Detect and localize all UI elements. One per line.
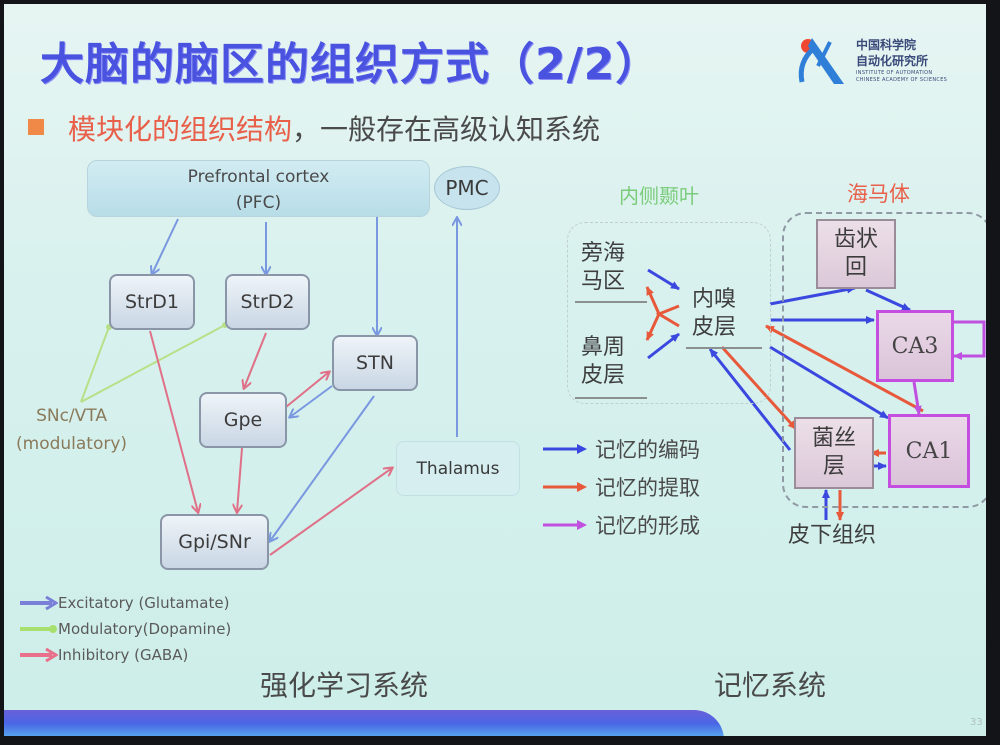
node-ca3: CA3 (876, 310, 954, 382)
node-line: 齿状 (833, 227, 878, 252)
logo-en-line2: CHINESE ACADEMY OF SCIENCES (856, 77, 948, 83)
mtl-group-outline (567, 222, 771, 404)
legend-label: 记忆的提取 (595, 476, 700, 500)
left-legend: Excitatory (Glutamate) Modulatory(Dopami… (18, 590, 231, 668)
snc-label: SNc/VTA (36, 406, 107, 426)
modulatory-line-icon (20, 625, 57, 633)
node-line: 鼻周 (581, 335, 626, 360)
formation-arrow-icon (543, 520, 587, 530)
bullet-point: 模块化的组织结构，一般存在高级认知系统 (28, 108, 600, 148)
bullet-highlight: 模块化的组织结构 (68, 113, 293, 146)
slide: 大脑的脑区的组织方式（2/2） 中国科学院 自动化研究所 INSTITUTE O… (4, 4, 986, 736)
divider (575, 301, 647, 303)
node-strd2: StrD2 (225, 274, 310, 330)
node-line: 皮层 (581, 363, 626, 388)
pfc-label: Prefrontal cortex (187, 167, 330, 187)
inhibitory-arrow-icon (20, 648, 58, 662)
casia-logo-icon (798, 38, 844, 84)
node-snc-vta: SNc/VTA (modulatory) (16, 402, 127, 458)
bullet-rest: ，一般存在高级认知系统 (292, 113, 601, 146)
node-gpi-snr: Gpi/SNr (160, 514, 269, 570)
node-stn: STN (332, 335, 418, 391)
node-line: 皮层 (692, 315, 737, 340)
excitatory-arrow-icon (20, 596, 58, 610)
node-thalamus: Thalamus (396, 441, 520, 496)
page-number: 33 (970, 717, 983, 728)
node-subcortical: 皮下组织 (788, 523, 877, 548)
node-parahippocampal: 旁海 马区 (581, 240, 625, 296)
bullet-square-icon (28, 119, 44, 135)
node-ca1: CA1 (888, 414, 970, 488)
node-pmc: PMC (434, 166, 500, 210)
legend-label: Excitatory (Glutamate) (58, 594, 230, 612)
institute-logo: 中国科学院 自动化研究所 INSTITUTE OF AUTOMATION CHI… (794, 32, 979, 90)
legend-formation: 记忆的形成 (541, 506, 700, 544)
legend-retrieval: 记忆的提取 (541, 468, 700, 506)
hippocampus-label: 海马体 (847, 182, 910, 206)
node-line: 回 (844, 255, 867, 280)
right-legend: 记忆的编码 记忆的提取 记忆的形成 (541, 430, 700, 544)
legend-label: 记忆的编码 (595, 438, 700, 462)
legend-excitatory: Excitatory (Glutamate) (18, 590, 231, 616)
legend-label: 记忆的形成 (595, 514, 700, 538)
caption-memory-system: 记忆系统 (714, 669, 827, 702)
legend-label: Modulatory(Dopamine) (58, 620, 232, 638)
encoding-arrow-icon (543, 444, 587, 454)
node-line: 菌丝 (811, 426, 856, 451)
node-dentate-gyrus: 齿状 回 (816, 219, 896, 289)
logo-en-line1: INSTITUTE OF AUTOMATION (856, 70, 933, 76)
node-gpe: Gpe (199, 392, 287, 448)
node-entorhinal: 内嗅 皮层 (692, 286, 736, 342)
medial-temporal-lobe-label: 内侧颞叶 (619, 184, 699, 208)
legend-modulatory: Modulatory(Dopamine) (18, 616, 231, 642)
divider (575, 397, 647, 399)
node-line: 层 (822, 454, 845, 479)
snc-sublabel: (modulatory) (16, 434, 128, 454)
logo-cn-line2: 自动化研究所 (856, 54, 929, 68)
node-prefrontal-cortex: Prefrontal cortex (PFC) (87, 160, 430, 217)
caption-reinforcement-learning: 强化学习系统 (260, 669, 429, 702)
node-line: 马区 (581, 269, 626, 294)
pfc-abbrev: (PFC) (235, 193, 282, 213)
footer-bar (4, 710, 724, 736)
node-line: 内嗅 (692, 287, 737, 312)
slide-title: 大脑的脑区的组织方式（2/2） (40, 39, 661, 90)
divider (686, 347, 762, 349)
node-line: 旁海 (581, 241, 626, 266)
legend-label: Inhibitory (GABA) (58, 646, 189, 664)
hippocampus-group-outline (782, 212, 986, 508)
logo-cn-line1: 中国科学院 (856, 38, 917, 52)
legend-inhibitory: Inhibitory (GABA) (18, 642, 231, 668)
node-strd1: StrD1 (109, 274, 195, 330)
legend-encoding: 记忆的编码 (541, 430, 700, 468)
retrieval-arrow-icon (543, 482, 587, 492)
node-subiculum: 菌丝 层 (794, 417, 874, 489)
node-perirhinal: 鼻周 皮层 (581, 334, 625, 390)
